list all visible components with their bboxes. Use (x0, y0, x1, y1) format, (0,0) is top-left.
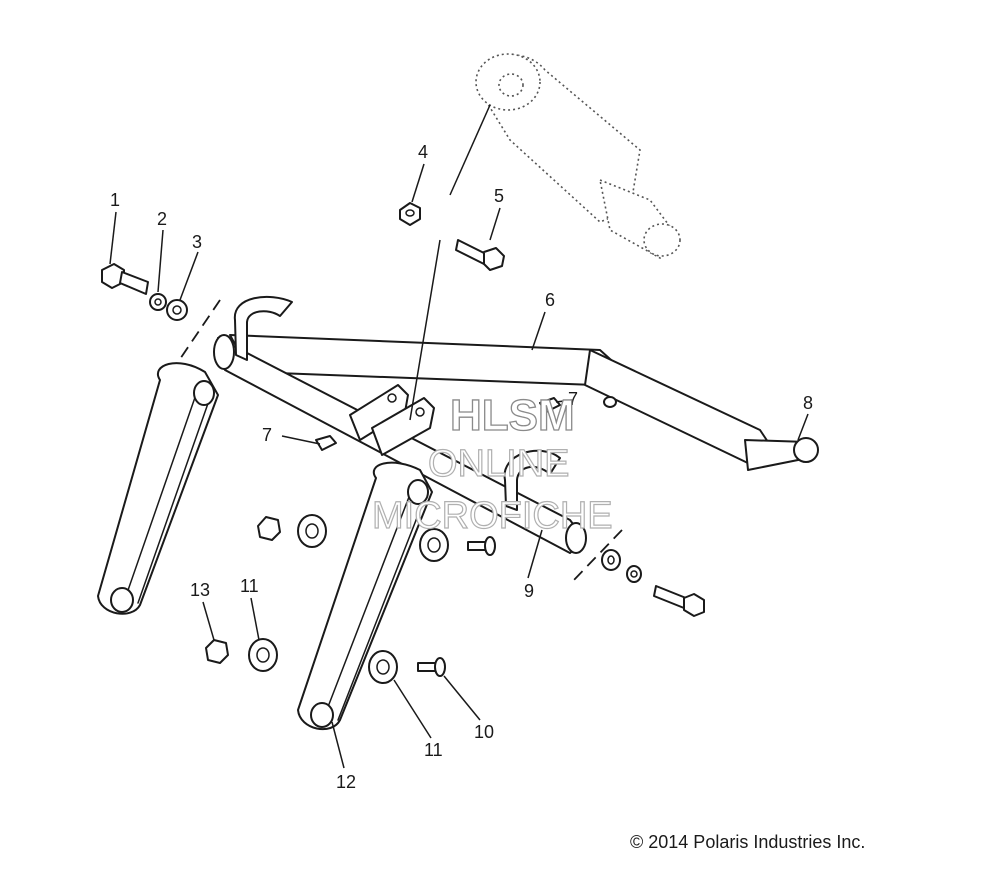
callout-6: 6 (545, 290, 555, 310)
watermark-line1: HLSM (450, 391, 575, 440)
bolt-5 (455, 239, 505, 271)
callout-7-left: 7 (262, 425, 272, 445)
pin-10-upper (467, 536, 496, 556)
callout-13: 13 (190, 580, 210, 600)
washer-right-lock (626, 565, 642, 583)
flange-nut-center (257, 516, 281, 541)
tube-8 (744, 437, 819, 471)
watermark-line3: MICROFICHE (372, 495, 613, 537)
lock-washer-2 (149, 293, 167, 311)
set-screw-7b (315, 435, 337, 451)
nut-4 (399, 202, 421, 226)
washer-11-mid (419, 528, 449, 562)
pin-10 (417, 657, 446, 677)
washer-11-lower (368, 650, 398, 684)
watermark-line2: ONLINE (428, 443, 569, 485)
link-12-left (97, 362, 219, 615)
callout-9: 9 (524, 581, 534, 601)
bolt-1 (101, 263, 149, 295)
set-screw-7a (539, 397, 561, 413)
callout-11-left: 11 (240, 576, 259, 596)
washer-right-flat (601, 549, 621, 571)
callout-10: 10 (474, 722, 494, 742)
callout-2: 2 (157, 209, 167, 229)
flat-washer-3 (166, 299, 188, 321)
callout-3: 3 (192, 232, 202, 252)
callout-12: 12 (336, 772, 356, 792)
nut-13 (205, 639, 229, 664)
callout-11-lower: 11 (424, 740, 443, 760)
callout-labels: 1 2 3 4 5 6 7 7 8 9 10 11 11 12 13 (110, 142, 813, 792)
callout-1: 1 (110, 190, 120, 210)
shock-absorber (449, 53, 682, 259)
leader-lines (109, 163, 809, 769)
bolt-right (653, 585, 705, 617)
washer-11-lower-left (248, 638, 278, 672)
washer-11-upper (297, 514, 327, 548)
callout-5: 5 (494, 186, 504, 206)
callout-7-right: 7 (568, 389, 578, 409)
torque-arm-6 (213, 295, 773, 554)
callout-8: 8 (803, 393, 813, 413)
watermark: HLSM ONLINE MICROFICHE (371, 390, 613, 537)
link-12-front (297, 461, 433, 730)
copyright-notice: © 2014 Polaris Industries Inc. (630, 832, 866, 852)
callout-4: 4 (418, 142, 428, 162)
